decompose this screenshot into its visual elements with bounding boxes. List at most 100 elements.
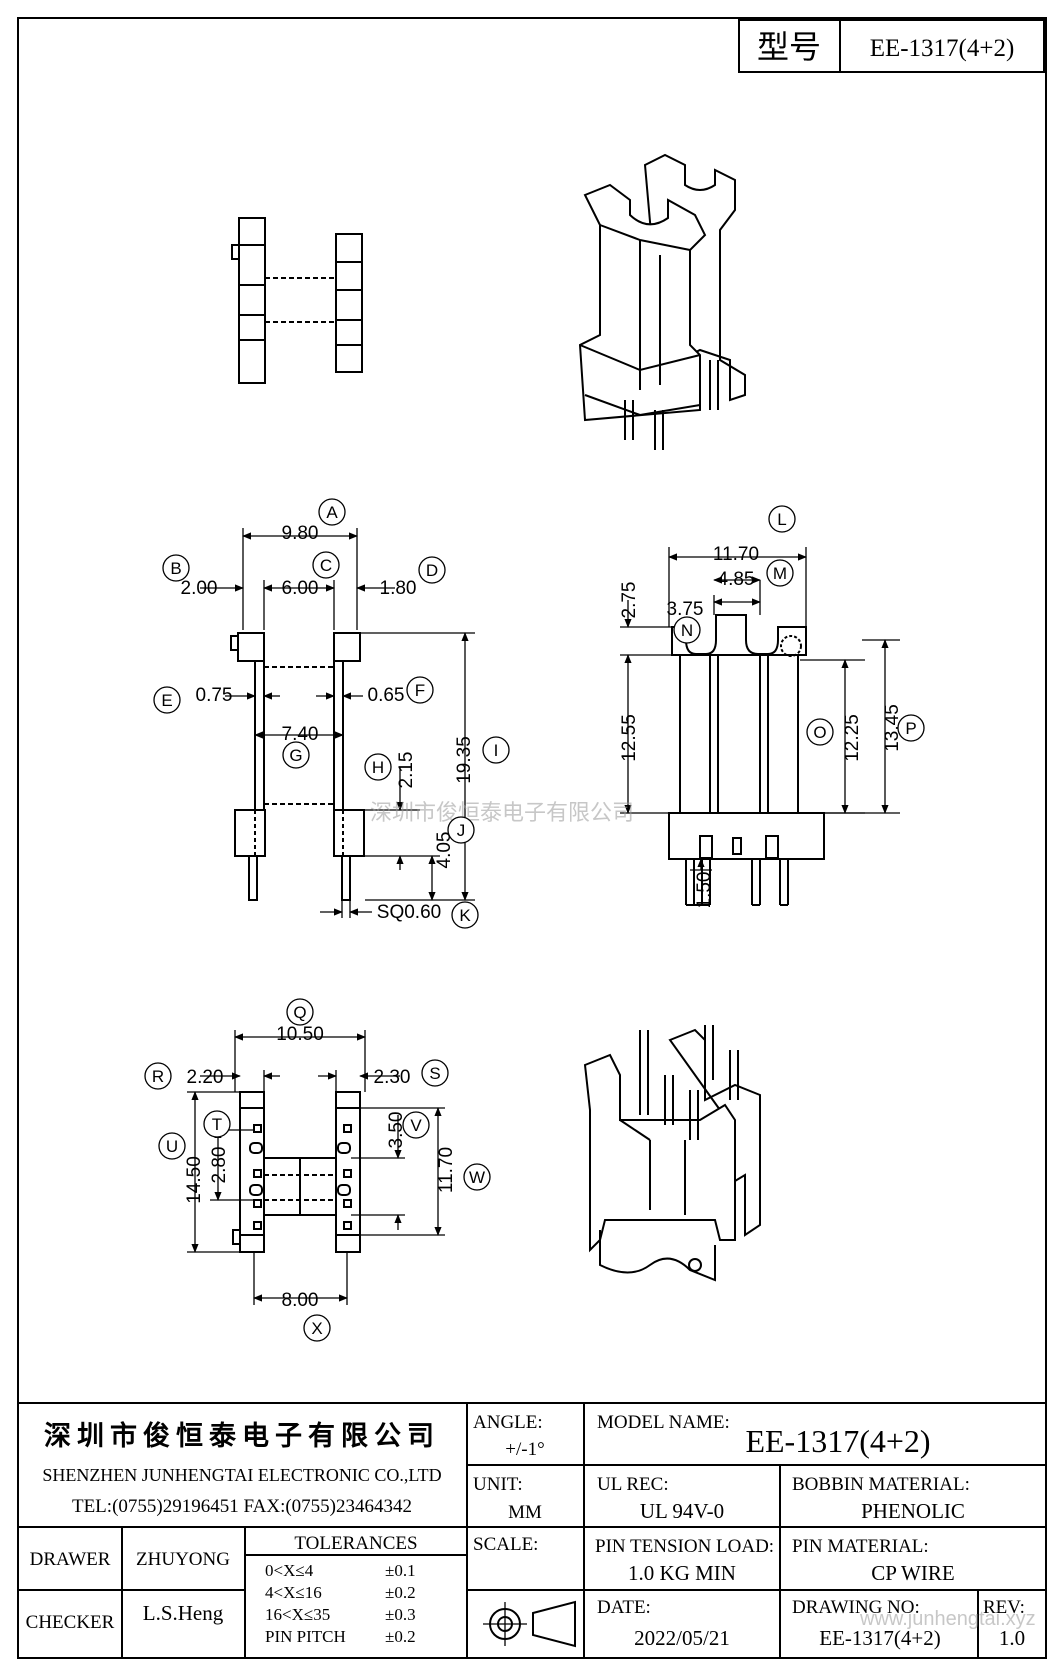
pin-tension-label: PIN TENSION LOAD: bbox=[595, 1536, 774, 1557]
svg-text:D: D bbox=[426, 561, 438, 580]
bottom-view bbox=[232, 1091, 361, 1253]
dimension-label-R: R bbox=[144, 1062, 172, 1090]
svg-text:H: H bbox=[372, 758, 384, 777]
dim-Q: 10.50 bbox=[276, 1024, 324, 1045]
dim-X: 8.00 bbox=[282, 1290, 319, 1311]
side-view-dims bbox=[620, 547, 900, 871]
svg-text:B: B bbox=[170, 559, 181, 578]
dimension-label-H: H bbox=[364, 753, 392, 781]
top-title-box: 型号 EE-1317(4+2) bbox=[738, 19, 1045, 73]
dimension-texts: 9.80 2.00 6.00 1.80 0.75 0.65 7.40 2.15 … bbox=[181, 523, 903, 1311]
dim-H: 2.15 bbox=[396, 752, 417, 789]
dim-O: 12.25 bbox=[842, 714, 863, 762]
angle-label: ANGLE: bbox=[473, 1412, 543, 1433]
tolerance-range: 0<X≤4 bbox=[265, 1561, 314, 1580]
pin-material-label: PIN MATERIAL: bbox=[792, 1536, 929, 1557]
rev-value: 1.0 bbox=[999, 1626, 1025, 1650]
dimension-label-Q: Q bbox=[286, 998, 314, 1026]
svg-text:N: N bbox=[681, 621, 693, 640]
scale-label: SCALE: bbox=[473, 1534, 538, 1555]
pin-tension-value: 1.0 KG MIN bbox=[628, 1561, 736, 1585]
tolerance-value: ±0.2 bbox=[385, 1627, 416, 1646]
svg-text:M: M bbox=[773, 564, 787, 583]
svg-text:Q: Q bbox=[293, 1003, 306, 1022]
tolerance-range: PIN PITCH bbox=[265, 1627, 346, 1646]
model-value: EE-1317(4+2) bbox=[870, 35, 1015, 62]
dim-side-pin: 1.50 bbox=[694, 872, 715, 909]
tolerance-value: ±0.1 bbox=[385, 1561, 416, 1580]
checker-name: L.S.Heng bbox=[143, 1601, 224, 1625]
dimension-label-V: V bbox=[402, 1111, 430, 1139]
title-block bbox=[18, 1402, 1046, 1658]
tolerance-value: ±0.3 bbox=[385, 1605, 416, 1624]
svg-text:P: P bbox=[905, 719, 916, 738]
date-label: DATE: bbox=[597, 1597, 651, 1618]
drawer-label: DRAWER bbox=[30, 1549, 111, 1570]
tolerance-range: 16<X≤35 bbox=[265, 1605, 330, 1624]
top-view bbox=[231, 217, 363, 384]
ul-rec-label: UL REC: bbox=[597, 1474, 669, 1495]
dimension-label-M: M bbox=[766, 559, 794, 587]
dimension-label-F: F bbox=[406, 676, 434, 704]
dimension-label-X: X bbox=[303, 1314, 331, 1342]
dim-T: 2.80 bbox=[209, 1147, 230, 1184]
dimension-label-O: O bbox=[806, 718, 834, 746]
bottom-view-dims bbox=[187, 1030, 445, 1305]
dimension-label-W: W bbox=[463, 1163, 491, 1191]
checker-label: CHECKER bbox=[26, 1612, 115, 1633]
dim-W: 11.70 bbox=[436, 1147, 457, 1193]
front-view-dims bbox=[200, 528, 475, 918]
dim-E: 0.75 bbox=[196, 685, 233, 706]
dim-I: 19.35 bbox=[454, 736, 475, 784]
tolerance-value: ±0.2 bbox=[385, 1583, 416, 1602]
rev-label: REV: bbox=[983, 1597, 1025, 1618]
dimension-label-S: S bbox=[421, 1059, 449, 1087]
tolerances-title: TOLERANCES bbox=[294, 1533, 417, 1554]
company-name-en: SHENZHEN JUNHENGTAI ELECTRONIC CO.,LTD bbox=[42, 1465, 441, 1485]
angle-value: +/-1° bbox=[505, 1439, 544, 1460]
svg-text:R: R bbox=[152, 1067, 164, 1086]
model-label: 型号 bbox=[757, 29, 821, 65]
svg-text:K: K bbox=[459, 906, 471, 925]
drawer-name: ZHUYONG bbox=[136, 1549, 230, 1570]
svg-text:S: S bbox=[429, 1064, 440, 1083]
dimension-label-C: C bbox=[312, 551, 340, 579]
dim-U: 14.50 bbox=[184, 1156, 205, 1204]
ul-rec-value: UL 94V-0 bbox=[640, 1499, 724, 1523]
unit-value: MM bbox=[508, 1502, 542, 1523]
model-name-label: MODEL NAME: bbox=[597, 1412, 730, 1433]
dimension-label-G: G bbox=[282, 741, 310, 769]
dim-V: 3.50 bbox=[386, 1112, 407, 1149]
model-name-value: EE-1317(4+2) bbox=[745, 1423, 930, 1459]
svg-text:T: T bbox=[212, 1115, 222, 1134]
svg-text:V: V bbox=[410, 1116, 422, 1135]
dim-L: 11.70 bbox=[713, 544, 759, 565]
svg-text:W: W bbox=[469, 1168, 485, 1187]
dimension-label-J: J bbox=[447, 816, 475, 844]
drawing-no-value: EE-1317(4+2) bbox=[819, 1626, 940, 1650]
company-name-cn: 深圳市俊恒泰电子有限公司 bbox=[44, 1420, 440, 1451]
dim-N: 3.75 bbox=[667, 599, 704, 620]
pin-material-value: CP WIRE bbox=[871, 1561, 954, 1585]
svg-text:F: F bbox=[415, 681, 425, 700]
dim-P: 13.45 bbox=[882, 704, 903, 752]
svg-text:A: A bbox=[326, 503, 338, 522]
dim-A: 9.80 bbox=[282, 523, 319, 544]
svg-text:X: X bbox=[311, 1319, 322, 1338]
sheet-border bbox=[17, 17, 1047, 1659]
isometric-view-bottom bbox=[583, 1025, 761, 1282]
dimension-label-K: K bbox=[451, 901, 479, 929]
svg-text:G: G bbox=[289, 746, 302, 765]
dimension-label-A: A bbox=[318, 498, 346, 526]
dimension-label-E: E bbox=[153, 686, 181, 714]
dimension-label-L: L bbox=[768, 505, 796, 533]
svg-text:I: I bbox=[494, 741, 499, 760]
dimension-label-T: T bbox=[203, 1110, 231, 1138]
tolerance-range: 4<X≤16 bbox=[265, 1583, 322, 1602]
dim-R: 2.20 bbox=[187, 1067, 224, 1088]
dim-B: 2.00 bbox=[181, 578, 218, 599]
watermark-url: www.junhengtai.xyz bbox=[859, 1608, 1036, 1630]
